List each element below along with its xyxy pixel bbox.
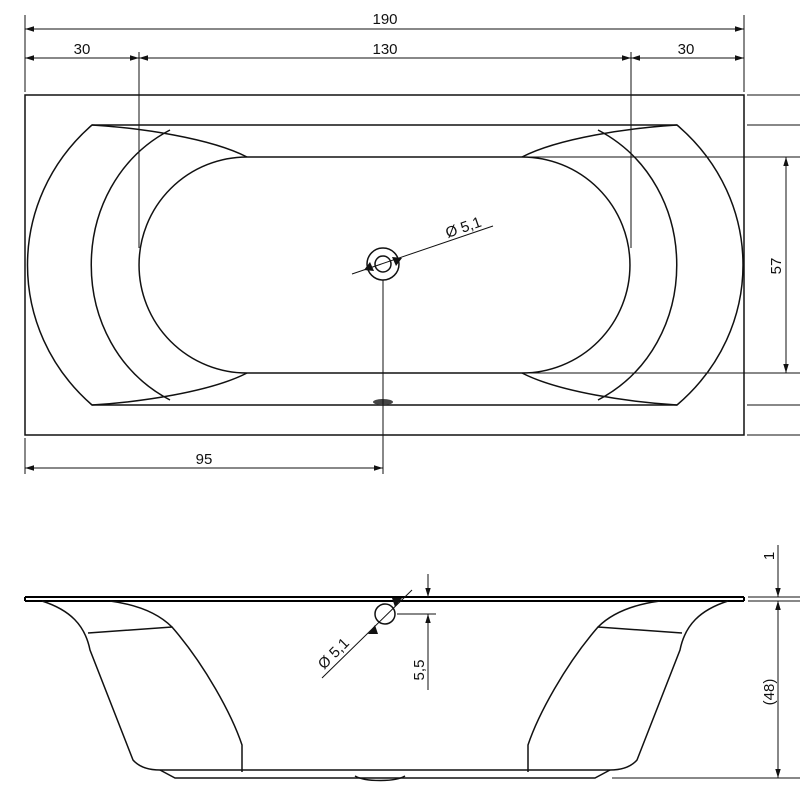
overflow-diameter-arrow-left [368,625,378,634]
rim-plate [24,596,745,602]
drain-outer-ring [366,247,400,281]
dim-inner-width-label: 130 [372,41,397,58]
left-backrest-outline [90,129,171,401]
tub-outer-outline [24,94,745,436]
dim-rim-thickness-label: 1 [761,552,778,560]
right-backrest-top-edge [521,124,678,158]
left-backrest-panel [87,626,243,772]
drain-diameter-arrow-left [364,262,374,271]
dim-drain-offset-label: 95 [196,451,213,468]
dim-total-width-label: 190 [372,11,397,28]
right-backrest-curve [597,600,661,628]
drain-housing [354,775,406,782]
overflow-diameter-leader [321,589,413,679]
drain-inner-ring [374,255,392,273]
dim-height-label: (48) [761,679,778,706]
overflow-diameter-arrow-right [392,598,402,607]
basin-floor-outline [138,156,631,374]
side-view: Ø 5,1 5,5 1 (48) [24,545,800,782]
basin-outline [26,124,744,406]
top-view: Ø 5,1 190 30 130 30 95 57 [24,11,800,474]
drain-diameter-arrow-right [392,257,402,266]
drain-diameter-leader [351,225,494,275]
right-backrest-outline [597,129,678,401]
left-backrest-curve [109,600,173,628]
dim-inner-depth-label: 57 [768,258,785,275]
dim-left-rim-label: 30 [74,41,91,58]
right-backrest-panel [527,626,683,772]
tub-base [159,769,611,779]
overflow-hole [374,603,396,625]
left-backrest-top-edge [91,124,248,158]
tub-outer-wall [41,600,729,771]
dim-right-rim-label: 30 [678,41,695,58]
drain-diameter-label: Ø 5,1 [443,214,483,242]
right-backrest-bottom-edge [521,372,678,406]
left-backrest-bottom-edge [91,372,248,406]
dim-overflow-offset-label: 5,5 [411,660,428,681]
